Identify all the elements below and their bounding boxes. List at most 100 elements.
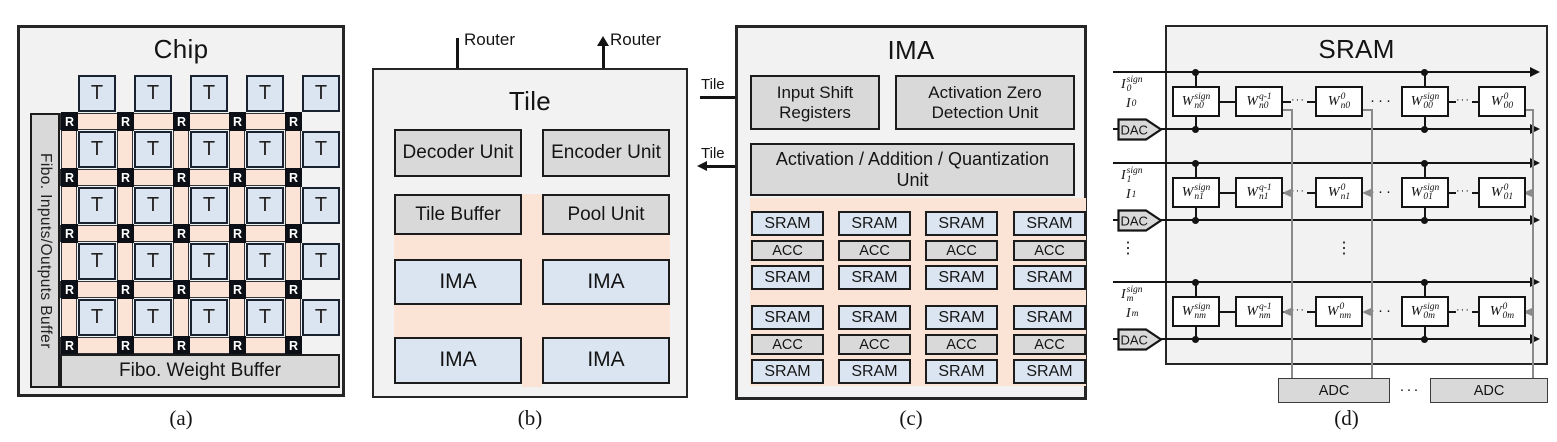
router-r: R [117, 168, 134, 187]
math-sub: 1 [1131, 189, 1137, 200]
math-sup: sign [1126, 75, 1143, 85]
router-r: R [61, 168, 78, 187]
router-r: R [285, 224, 302, 243]
router-r: R [61, 280, 78, 299]
activation-zero-detection-unit: Activation Zero Detection Unit [895, 75, 1075, 130]
tile-title: Tile [508, 86, 552, 116]
sram-block: SRAM [925, 305, 998, 330]
tile-t: T [134, 131, 172, 168]
sram-block: SRAM [1013, 211, 1086, 236]
router-r: R [61, 336, 78, 355]
caption-b: (b) [517, 406, 543, 430]
interconnect-hband [394, 235, 670, 259]
caption-a: (a) [169, 406, 193, 430]
dac-label: DAC [1121, 122, 1148, 137]
dac-shape [1117, 327, 1163, 351]
router-r: R [173, 112, 190, 131]
tile-t: T [78, 187, 116, 224]
router-r: R [117, 224, 134, 243]
math-sub: 1 [1126, 174, 1132, 185]
sram-block: SRAM [838, 265, 911, 290]
acc-block: ACC [1013, 334, 1086, 355]
caption-d: (d) [1334, 406, 1359, 430]
tile-t: T [190, 243, 228, 280]
tile-t: T [302, 187, 340, 224]
sram-block: SRAM [838, 359, 911, 384]
sram-block: SRAM [838, 305, 911, 330]
dac-shape [1117, 208, 1163, 232]
sram-block: SRAM [1013, 359, 1086, 384]
router-out-arrowhead-icon [596, 36, 609, 46]
tile-t: T [246, 299, 284, 336]
acc-block: ACC [1013, 240, 1086, 261]
tile-t: T [134, 187, 172, 224]
math-base: I [1121, 167, 1126, 183]
ima-title: IMA [887, 35, 935, 65]
sram-block: SRAM [1013, 265, 1086, 290]
panel-ima: IMA Input Shift Registers Activation Zer… [735, 25, 1087, 400]
tile-t: T [302, 131, 340, 168]
chip-title: Chip [153, 34, 209, 64]
math-base: I [1126, 306, 1131, 321]
ima-block: IMA [542, 259, 670, 305]
tile-t: T [246, 131, 284, 168]
math-base: I [1121, 76, 1126, 92]
sram-block: SRAM [751, 359, 824, 384]
math-base: I [1126, 96, 1131, 111]
pool-unit: Pool Unit [542, 194, 670, 235]
fibo-io-buffer: Fibo. Inputs/Outputs Buffer [30, 113, 60, 388]
tile-t: T [134, 299, 172, 336]
tile-t: T [190, 299, 228, 336]
tile-t: T [302, 299, 340, 336]
router-r: R [285, 336, 302, 355]
router-r: R [229, 280, 246, 299]
dac-block: DAC [1117, 208, 1163, 232]
router-r: R [61, 112, 78, 131]
dac-block: DAC [1117, 117, 1163, 141]
ima-block: IMA [542, 337, 670, 384]
router-r: R [229, 336, 246, 355]
router-r: R [61, 224, 78, 243]
math-sub: m [1126, 293, 1134, 304]
tile-out-label: Tile [701, 145, 725, 162]
router-r: R [285, 280, 302, 299]
panel-tile: Tile Decoder Unit Encoder Unit Tile Buff… [372, 68, 688, 398]
tile-t: T [246, 187, 284, 224]
router-r: R [173, 224, 190, 243]
tile-t: T [302, 75, 340, 112]
activation-addition-quantization-unit: Activation / Addition / Quantization Uni… [750, 143, 1075, 196]
router-r: R [285, 112, 302, 131]
acc-block: ACC [838, 240, 911, 261]
acc-block: ACC [925, 240, 998, 261]
router-r: R [117, 112, 134, 131]
tile-t: T [78, 243, 116, 280]
math-sub: 0 [1131, 98, 1137, 109]
sram-title: SRAM [1318, 34, 1395, 64]
decoder-unit: Decoder Unit [394, 129, 522, 177]
acc-block: ACC [751, 334, 824, 355]
math-supsub: 0 [1131, 98, 1137, 109]
input-shift-registers: Input Shift Registers [750, 75, 880, 130]
sram-block: SRAM [838, 211, 911, 236]
router-r: R [229, 224, 246, 243]
dac-block: DAC [1117, 327, 1163, 351]
tile-t: T [78, 131, 116, 168]
ima-block: IMA [394, 259, 522, 305]
dac-label: DAC [1121, 332, 1148, 347]
router-r: R [117, 280, 134, 299]
sram-block: SRAM [925, 265, 998, 290]
adc-block: ADC [1278, 378, 1390, 403]
dac-label: DAC [1121, 213, 1148, 228]
acc-block: ACC [925, 334, 998, 355]
router-r: R [229, 112, 246, 131]
acc-block: ACC [838, 334, 911, 355]
math-sup: sign [1126, 166, 1143, 176]
router-r: R [173, 280, 190, 299]
